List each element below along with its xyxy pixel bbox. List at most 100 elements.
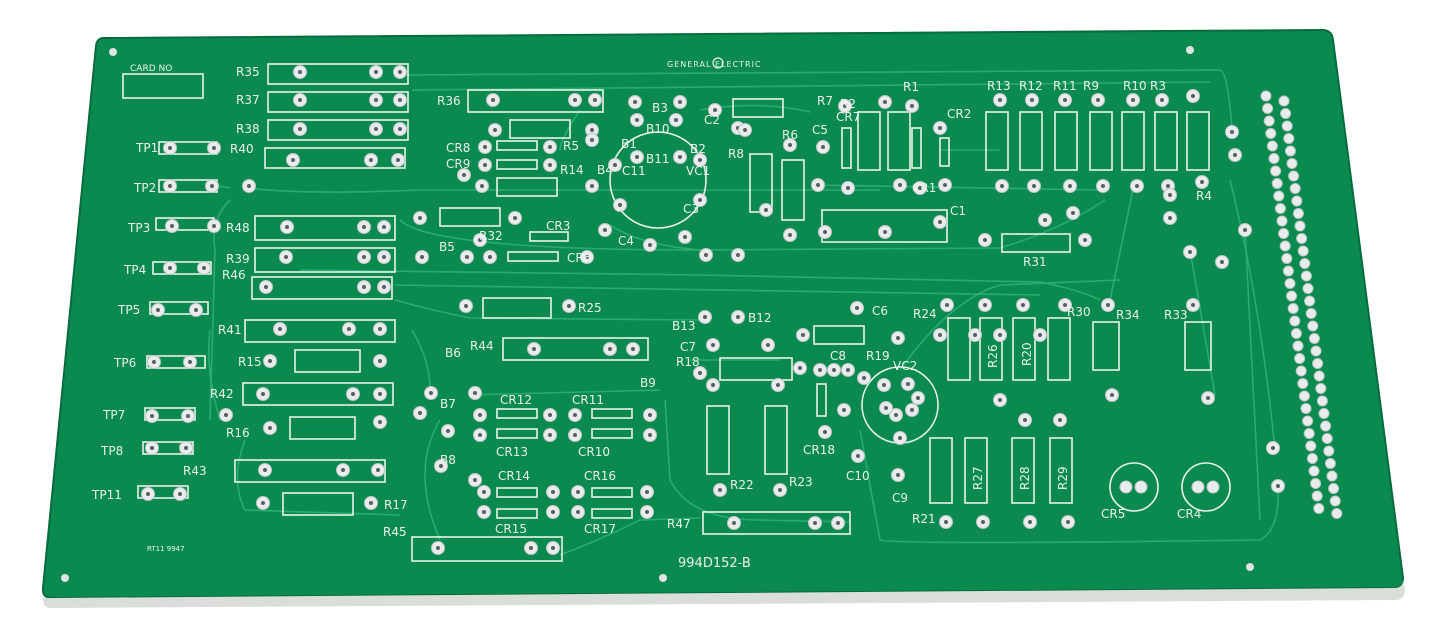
pad-hole: [1110, 393, 1114, 397]
label-r31: R31: [1023, 255, 1047, 269]
pad-hole: [224, 413, 228, 417]
label-r35: R35: [236, 65, 260, 79]
pad-hole: [462, 173, 466, 177]
pad-hole: [573, 433, 577, 437]
pad-hole: [862, 376, 866, 380]
pad-hole: [813, 521, 817, 525]
label-r41: R41: [218, 323, 242, 337]
connector-pad: [1290, 328, 1302, 339]
pad-hole: [943, 183, 947, 187]
connector-pad: [1270, 165, 1282, 177]
pad-hole: [674, 118, 678, 122]
pad-hole: [362, 225, 366, 229]
pad-hole: [374, 98, 378, 102]
connector-pad: [1289, 315, 1301, 327]
pad-hole: [788, 233, 792, 237]
label-r3: R3: [1150, 79, 1166, 93]
pad-hole: [1071, 211, 1075, 215]
label-b2: B2: [690, 142, 706, 156]
pad-hole: [973, 333, 977, 337]
pad-hole: [369, 158, 373, 162]
connector-pad: [1311, 490, 1323, 502]
pad-hole: [645, 490, 649, 494]
pad-hole: [798, 366, 802, 370]
pad-hole: [264, 285, 268, 289]
connector-pad: [1289, 183, 1301, 194]
pad-hole: [983, 303, 987, 307]
label-b13: B13: [672, 319, 696, 333]
diodes: [496, 127, 950, 519]
label-c6: C6: [872, 304, 888, 318]
pad-hole: [488, 255, 492, 259]
label-cr4: CR4: [1177, 507, 1201, 521]
pad-hole: [846, 368, 850, 372]
pad-hole: [291, 158, 295, 162]
pad-hole: [382, 285, 386, 289]
label-r37: R37: [236, 93, 260, 107]
pad-hole: [648, 243, 652, 247]
mount-hole: [1246, 563, 1254, 571]
pad-hole: [608, 347, 612, 351]
label-r7: R7: [817, 94, 833, 108]
pad-hole: [278, 327, 282, 331]
connector-pad: [1299, 258, 1311, 269]
pad-hole: [202, 266, 206, 270]
pad-hole: [898, 436, 902, 440]
label-r24: R24: [913, 307, 937, 321]
label-cr12: CR12: [500, 393, 532, 407]
connector-pad: [1276, 215, 1288, 227]
pad-hole: [382, 255, 386, 259]
connector-pad: [1281, 120, 1293, 132]
label-r8: R8: [728, 147, 744, 161]
pad-hole: [482, 490, 486, 494]
label-vc1: VC1: [686, 164, 710, 178]
pad-hole: [764, 208, 768, 212]
label-b6: B6: [445, 346, 461, 360]
pad-hole: [896, 473, 900, 477]
pad-hole: [618, 203, 622, 207]
pad-hole: [778, 488, 782, 492]
label-c2: C2: [704, 113, 720, 127]
pad-hole: [420, 255, 424, 259]
pad-hole: [551, 510, 555, 514]
connector-pad: [1313, 370, 1325, 382]
connector-pad: [1294, 220, 1306, 232]
pad-hole: [186, 414, 190, 418]
pad-hole: [378, 327, 382, 331]
pad-hole: [1043, 218, 1047, 222]
label-b5: B5: [439, 240, 455, 254]
label-r23: R23: [789, 475, 813, 489]
pad-hole: [184, 446, 188, 450]
label-r39: R39: [226, 252, 250, 266]
pad-hole: [1206, 396, 1210, 400]
pad-hole: [842, 408, 846, 412]
pad-hole: [247, 184, 251, 188]
pad-hole: [378, 359, 382, 363]
label-r5: R5: [563, 139, 579, 153]
pad-hole: [378, 420, 382, 424]
component-outlines: [137, 63, 1231, 562]
label-b8: B8: [440, 453, 456, 467]
pad-hole: [766, 343, 770, 347]
label-tp5: TP5: [117, 303, 140, 317]
connector-pad: [1302, 283, 1314, 294]
pad-hole: [548, 163, 552, 167]
label-r40: R40: [230, 142, 254, 156]
connector-pad: [1300, 270, 1312, 282]
pad-hole: [1271, 446, 1275, 450]
label-c9: C9: [892, 491, 908, 505]
pad-hole: [188, 360, 192, 364]
pad-hole: [464, 304, 468, 308]
pad-hole: [1058, 418, 1062, 422]
connector-pad: [1265, 128, 1277, 139]
connector-pad: [1297, 378, 1309, 389]
connector-pad: [1278, 95, 1290, 107]
label-cr11: CR11: [572, 393, 604, 407]
pad-hole: [711, 383, 715, 387]
pad-hole: [362, 285, 366, 289]
pad-hole: [818, 368, 822, 372]
connector-pad: [1281, 253, 1293, 264]
pad-hole: [1200, 180, 1204, 184]
pad-hole: [1191, 303, 1195, 307]
pad-hole: [1168, 193, 1172, 197]
